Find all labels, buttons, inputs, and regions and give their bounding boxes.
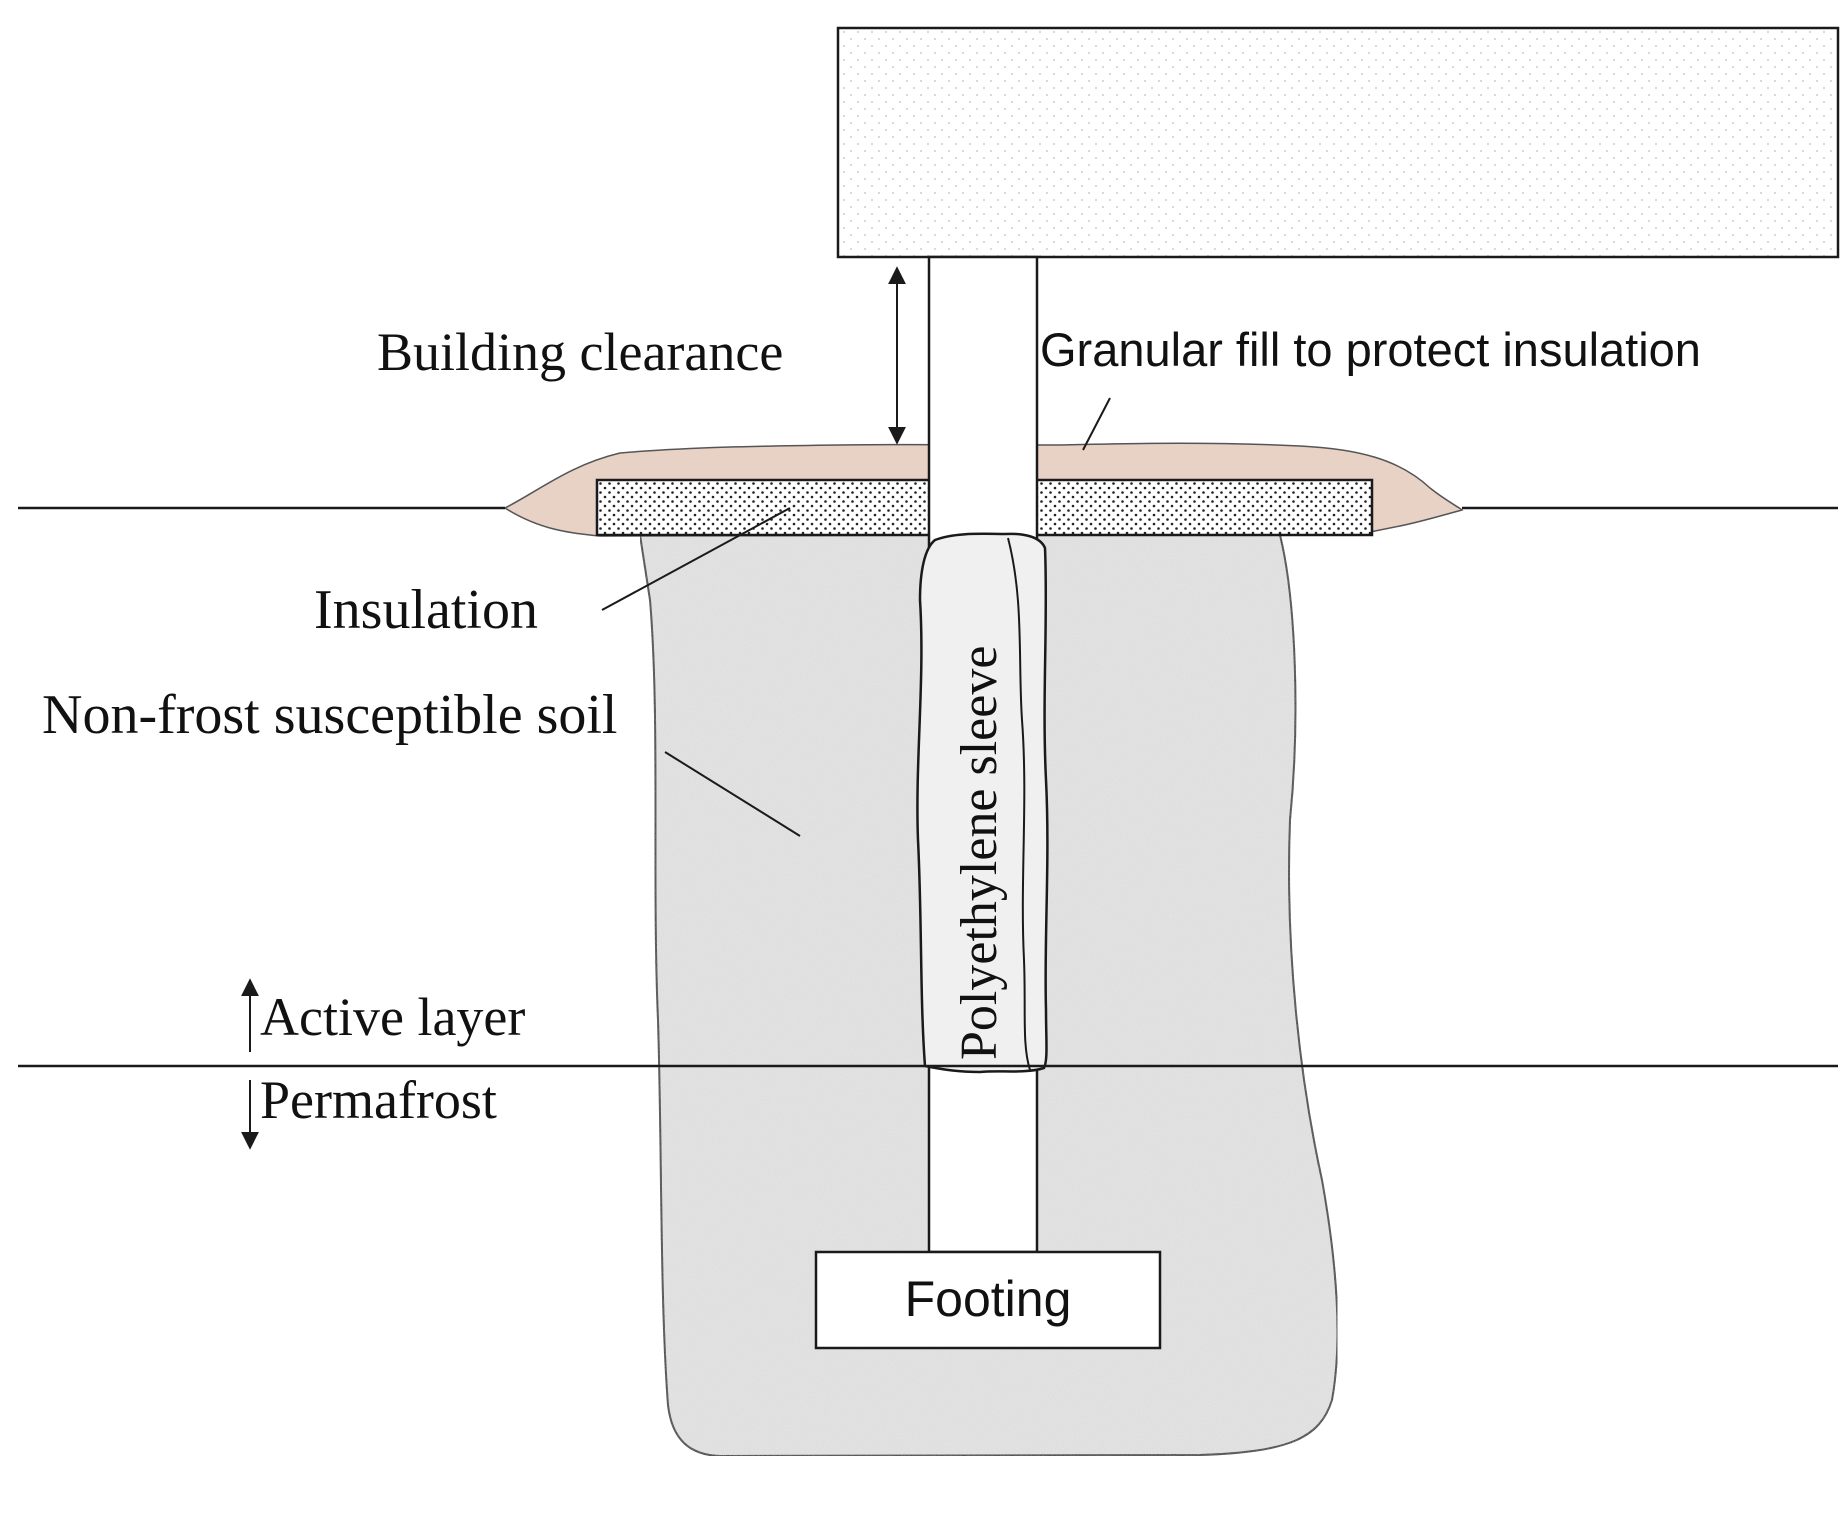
label-permafrost: Permafrost [260,1070,497,1130]
label-footing: Footing [905,1271,1072,1327]
label-non-frost-soil: Non-frost susceptible soil [42,684,617,746]
granular-fill-leader [1082,397,1111,451]
label-polyethylene-sleeve: Polyethylene sleeve [951,646,1008,1060]
polyethylene-sleeve [916,532,1049,1074]
footing [814,1250,1162,1350]
label-insulation: Insulation [314,579,538,641]
sleeve-seam-line [1007,537,1031,1071]
soil-leader [664,751,801,837]
building [836,26,1840,259]
label-granular-fill: Granular fill to protect insulation [1040,323,1701,376]
label-active-layer: Active layer [260,987,525,1047]
insulation-leader [601,507,791,611]
label-building-clearance: Building clearance [377,322,783,382]
